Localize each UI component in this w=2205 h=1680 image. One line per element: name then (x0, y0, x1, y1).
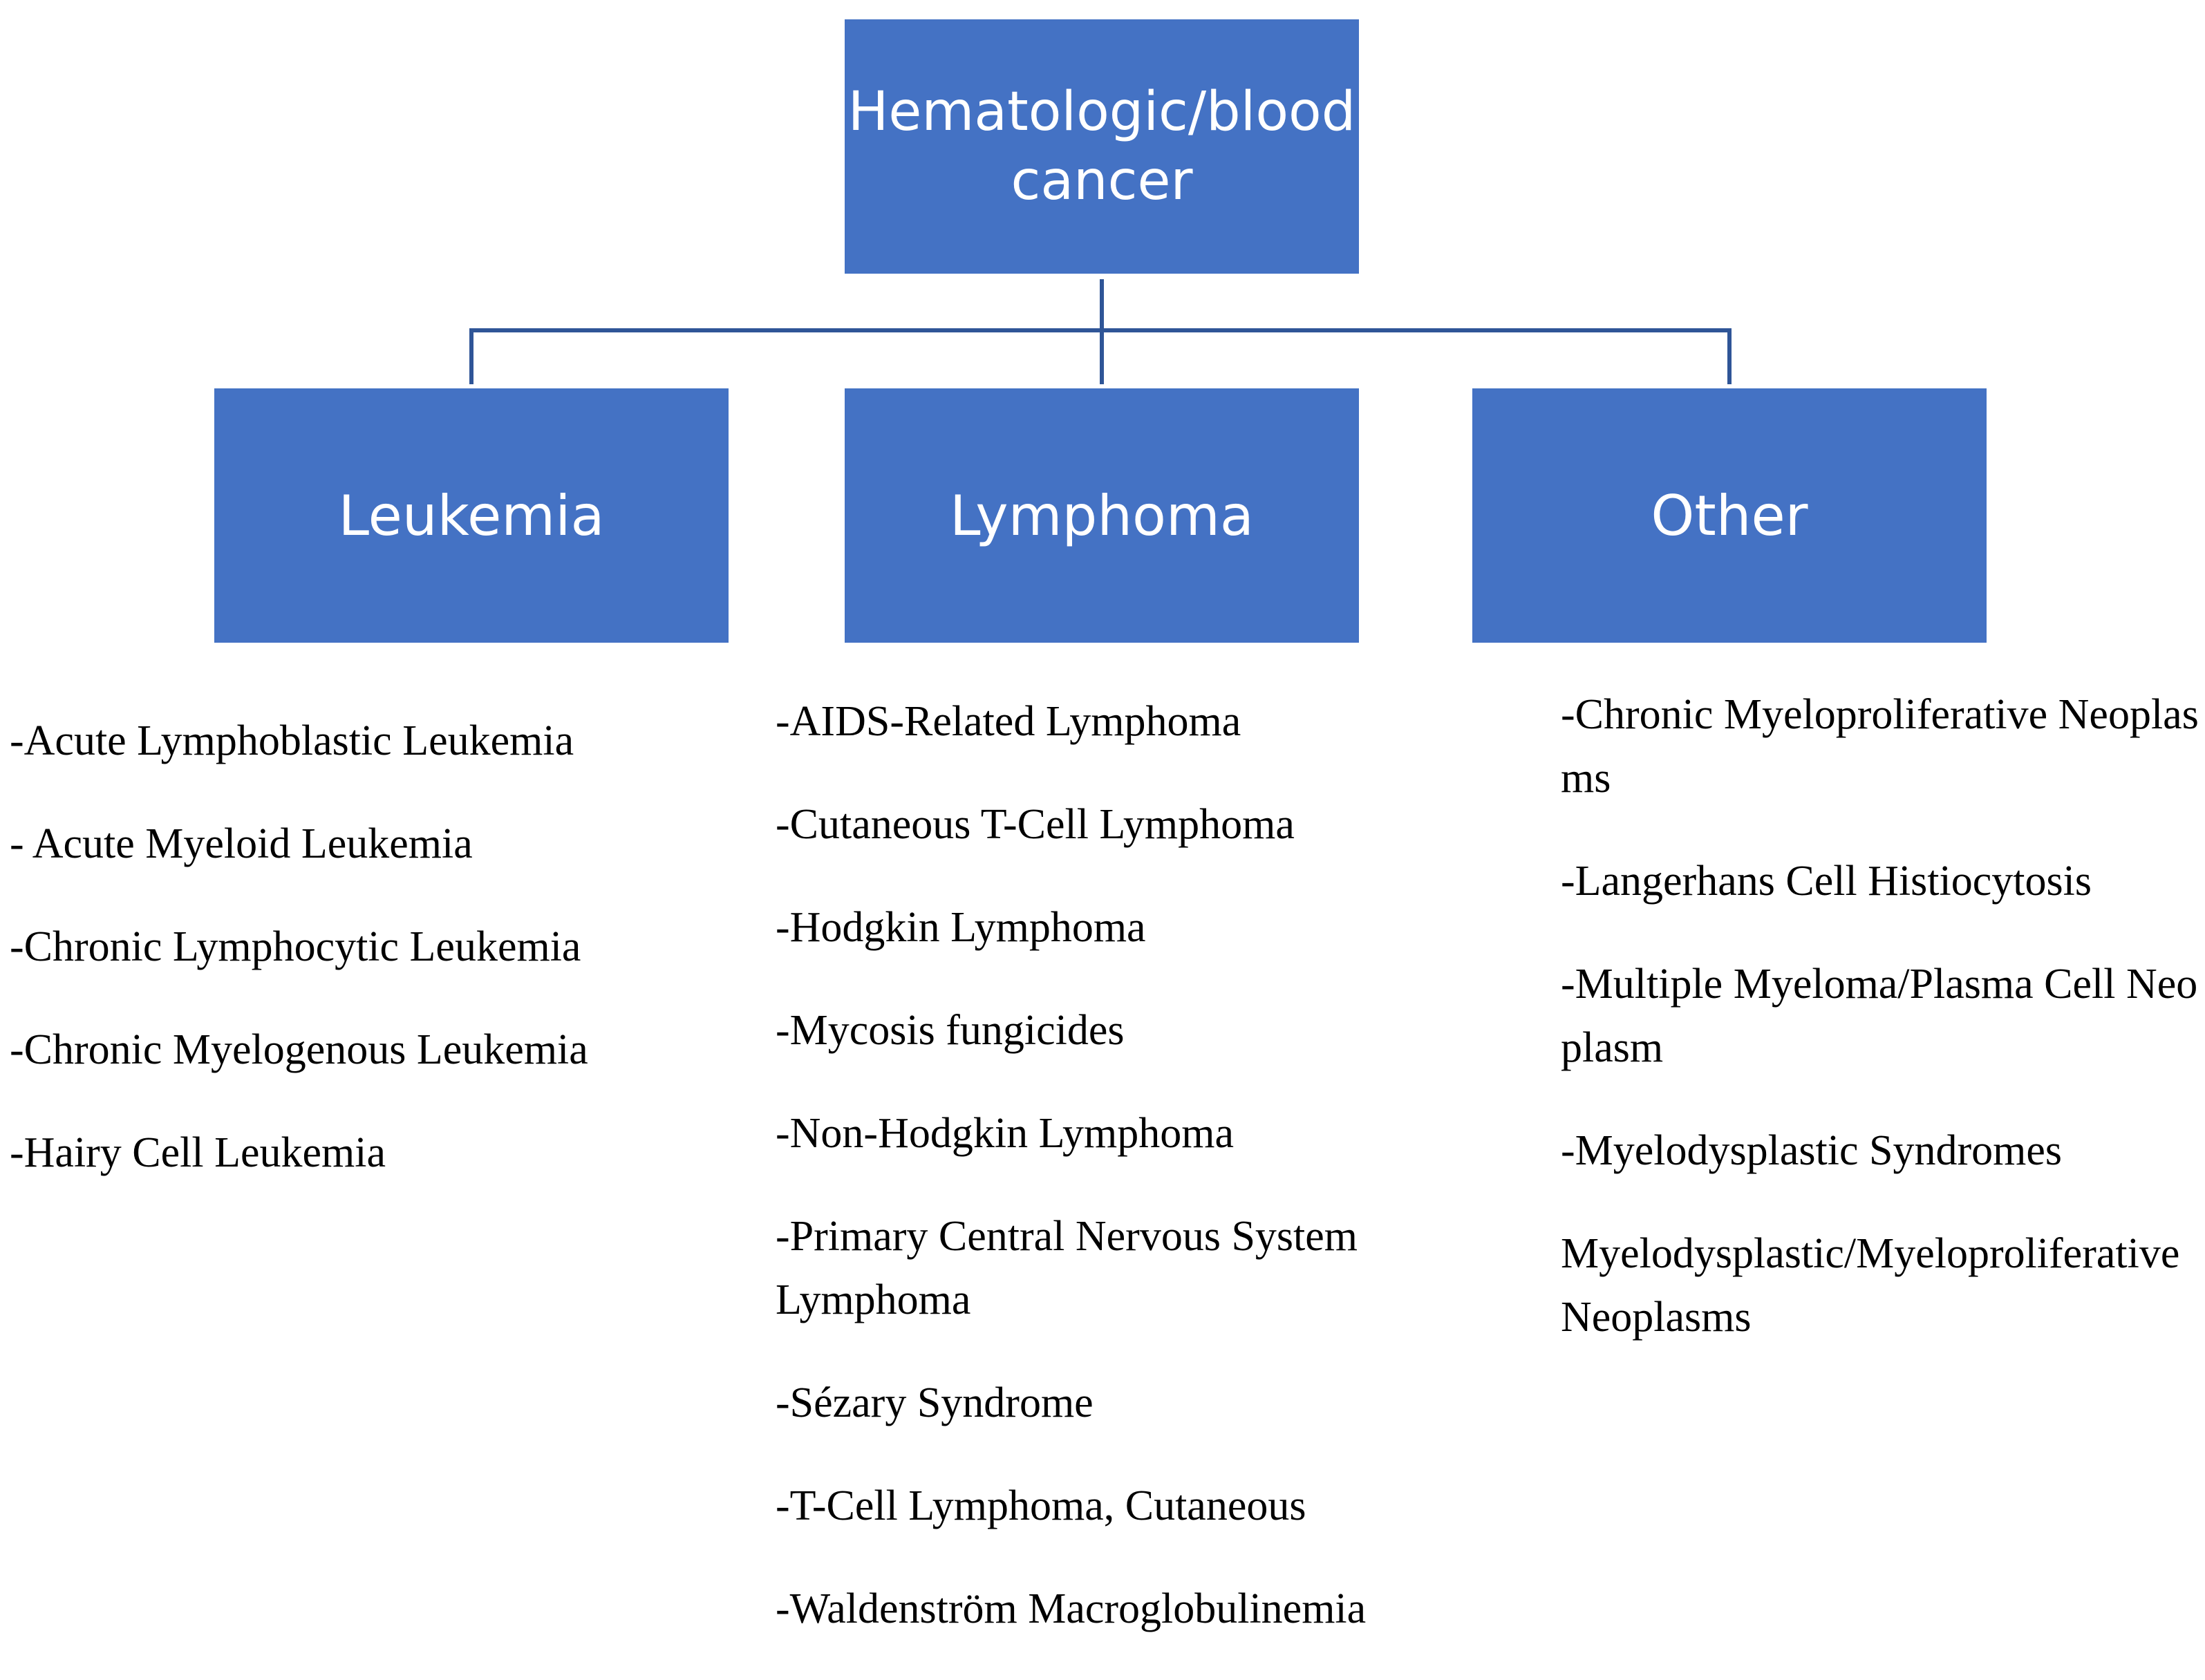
list-item: -Waldenström Macroglobulinemia (776, 1585, 1367, 1632)
category-label-leukemia: Leukemia (338, 483, 605, 548)
category-node-lymphoma: Lymphoma (845, 388, 1359, 643)
list-item: -AIDS-Related Lymphoma (776, 698, 1241, 745)
list-item: -Mycosis fungicides (776, 1007, 1125, 1054)
root-node-hematologic-blood-cancer: Hematologic/blood cancer (845, 19, 1359, 274)
list-item: -Primary Central Nervous System Lymphoma (776, 1213, 1358, 1323)
list-item: -Multiple Myeloma/Plasma Cell Neoplasm (1561, 961, 2198, 1071)
other-item-list: -Chronic Myeloproliferative Neoplasms -L… (1561, 683, 2204, 1388)
list-item: -Chronic Myelogenous Leukemia (10, 1026, 588, 1073)
root-node-label: Hematologic/blood cancer (848, 77, 1356, 216)
category-label-other: Other (1651, 483, 1808, 548)
list-item: -Myelodysplastic Syndromes (1561, 1127, 2062, 1174)
category-label-lymphoma: Lymphoma (950, 483, 1254, 548)
list-item: -T-Cell Lymphoma, Cutaneous (776, 1482, 1306, 1529)
list-item: - Acute Myeloid Leukemia (10, 820, 473, 867)
list-item: -Chronic Lymphocytic Leukemia (10, 923, 581, 970)
list-item: -Non-Hodgkin Lymphoma (776, 1110, 1234, 1157)
list-item: -Acute Lymphoblastic Leukemia (10, 717, 574, 764)
list-item: Myelodysplastic/Myeloproliferative Neopl… (1561, 1230, 2180, 1341)
connector-lines (469, 279, 1732, 384)
list-item: -Sézary Syndrome (776, 1379, 1094, 1426)
lymphoma-item-list: -AIDS-Related Lymphoma -Cutaneous T-Cell… (776, 690, 1467, 1680)
category-node-leukemia: Leukemia (214, 388, 729, 643)
root-label-line-1: Hematologic/blood (847, 81, 1356, 143)
root-label-line-2: cancer (1011, 150, 1193, 212)
list-item: -Langerhans Cell Histiocytosis (1561, 858, 2092, 905)
category-node-other: Other (1472, 388, 1987, 643)
list-item: -Hairy Cell Leukemia (10, 1129, 386, 1176)
list-item: -Chronic Myeloproliferative Neoplasms (1561, 691, 2199, 802)
list-item: -Cutaneous T-Cell Lymphoma (776, 801, 1295, 848)
list-item: -Hodgkin Lymphoma (776, 904, 1146, 951)
leukemia-item-list: -Acute Lymphoblastic Leukemia - Acute My… (10, 709, 756, 1224)
